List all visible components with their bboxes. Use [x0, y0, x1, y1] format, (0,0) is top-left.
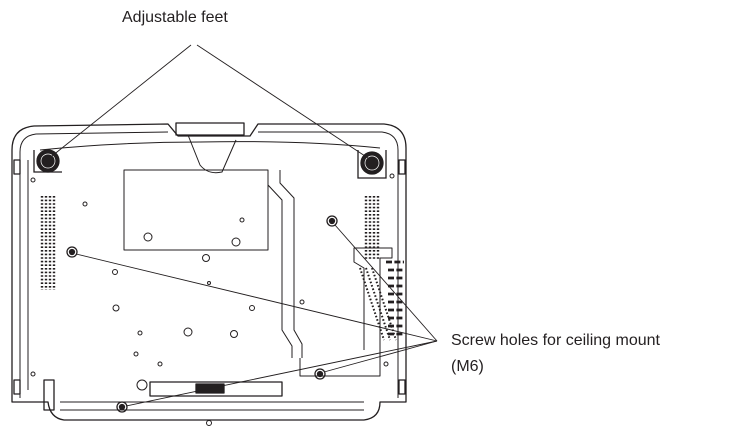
vent-grille-right-lower: [386, 260, 404, 336]
leader-feet-left: [51, 44, 192, 157]
corner-tab-bottom-left: [13, 379, 21, 395]
lens-housing-recess: [187, 134, 237, 174]
leader-screw-2: [334, 224, 438, 342]
adjustable-foot-left: [33, 149, 62, 173]
adjustable-feet-label: Adjustable feet: [122, 9, 228, 26]
corner-tab-bottom-right: [398, 379, 406, 395]
leader-screw-3: [125, 340, 438, 407]
upper-panel: [123, 169, 269, 251]
leader-screw-4: [323, 340, 438, 373]
adjustable-foot-icon: [36, 149, 60, 173]
bottom-slot: [149, 381, 283, 397]
center-channel: [267, 170, 303, 358]
screw-hole-icon: [66, 246, 78, 258]
leader-feet-right: [196, 44, 369, 159]
vent-grille-right-upper: [364, 196, 380, 260]
projector-body-inner-rim: [19, 131, 399, 398]
bottom-front-bar: [60, 401, 364, 411]
vent-grille-left: [40, 196, 56, 290]
top-ridge-line: [39, 141, 381, 151]
screw-hole-icon: [314, 368, 326, 380]
lens-housing: [175, 122, 245, 136]
screw-holes-label: Screw holes for ceiling mount: [451, 332, 660, 349]
screw-spec-label: (M6): [451, 358, 484, 375]
leader-lines: [51, 44, 438, 407]
bottom-left-post: [43, 379, 55, 411]
leader-screw-1: [75, 253, 438, 342]
corner-tab-top-right: [398, 159, 406, 175]
screw-hole-icon: [116, 401, 128, 413]
corner-tab-top-left: [13, 159, 21, 175]
screw-hole-icon: [326, 215, 338, 227]
screw-holes: [66, 215, 338, 413]
projector-body-outline: [11, 123, 407, 421]
small-holes: [30, 173, 395, 426]
right-compartment: [299, 247, 393, 377]
